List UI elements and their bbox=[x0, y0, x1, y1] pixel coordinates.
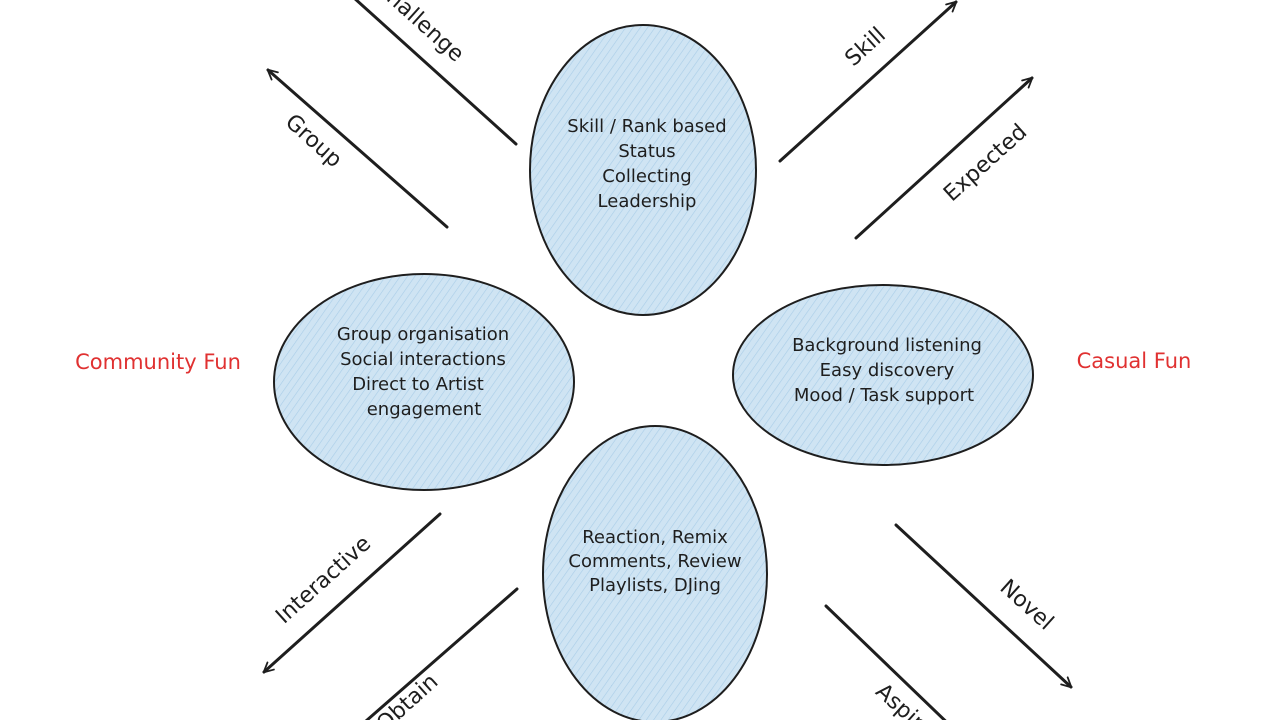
left-node-blob bbox=[273, 273, 575, 491]
top-node-line: Status bbox=[618, 141, 675, 162]
bottom-node-line: Comments, Review bbox=[568, 551, 741, 572]
right-node-text: Background listening Easy discovery Mood… bbox=[792, 335, 982, 406]
skill-arrow bbox=[778, 0, 958, 163]
aspire-label: Aspire bbox=[870, 679, 938, 720]
left-node-line: Social interactions bbox=[340, 349, 506, 370]
left-node-line: Group organisation bbox=[337, 324, 509, 345]
interactive-label: Interactive bbox=[271, 531, 376, 629]
bottom-node-line: Playlists, DJing bbox=[589, 575, 721, 596]
top-node-line: Skill / Rank based bbox=[567, 116, 726, 137]
top-node-blob bbox=[529, 24, 757, 316]
obtain-arrow bbox=[364, 587, 519, 720]
right-node-line: Easy discovery bbox=[820, 360, 955, 381]
obtain-label: Obtain bbox=[372, 669, 443, 720]
community-fun-label: Community Fun bbox=[75, 350, 241, 374]
right-node-line: Background listening bbox=[792, 335, 982, 356]
expected-arrow bbox=[854, 76, 1034, 240]
left-node-text: Group organisation Social interactions D… bbox=[337, 324, 509, 420]
bottom-node-line: Reaction, Remix bbox=[582, 527, 728, 548]
novel-arrow bbox=[894, 523, 1073, 689]
right-node-blob bbox=[732, 284, 1034, 466]
expected-label: Expected bbox=[939, 120, 1032, 207]
group-arrow bbox=[266, 68, 449, 229]
top-node-line: Collecting bbox=[602, 166, 691, 187]
bottom-node-text: Reaction, Remix Comments, Review Playlis… bbox=[568, 527, 741, 596]
challenge-arrow bbox=[354, 0, 518, 146]
interactive-arrow bbox=[262, 512, 442, 674]
left-node-line: Direct to Artist bbox=[352, 374, 484, 395]
bottom-node-blob bbox=[542, 425, 768, 720]
aspire-arrow bbox=[824, 604, 947, 720]
right-node-line: Mood / Task support bbox=[794, 385, 974, 406]
casual-fun-label: Casual Fun bbox=[1077, 349, 1192, 373]
group-label: Group bbox=[280, 109, 347, 172]
top-node-line: Leadership bbox=[598, 191, 697, 212]
left-node-line: engagement bbox=[367, 399, 482, 420]
skill-label: Skill bbox=[841, 23, 891, 72]
top-node-text: Skill / Rank based Status Collecting Lea… bbox=[567, 116, 726, 212]
